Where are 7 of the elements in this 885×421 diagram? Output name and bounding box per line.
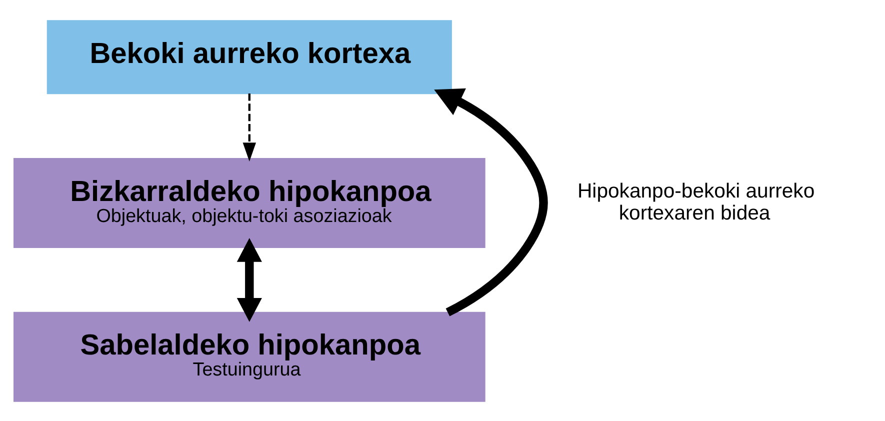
arrow: [236, 237, 262, 322]
node-box: Bekoki aurreko kortexa: [46, 20, 452, 94]
node-box: Sabelaldeko hipokanpoa Testuingurua: [13, 311, 486, 402]
arrow: [434, 88, 548, 316]
arrow: [242, 93, 256, 162]
node-box: Bizkarraldeko hipokanpoa Objektuak, objektu-toki asoziazioak: [13, 158, 486, 248]
edge-label: Hipokanpo-bekoki aurreko kortexaren bidea: [578, 180, 815, 224]
